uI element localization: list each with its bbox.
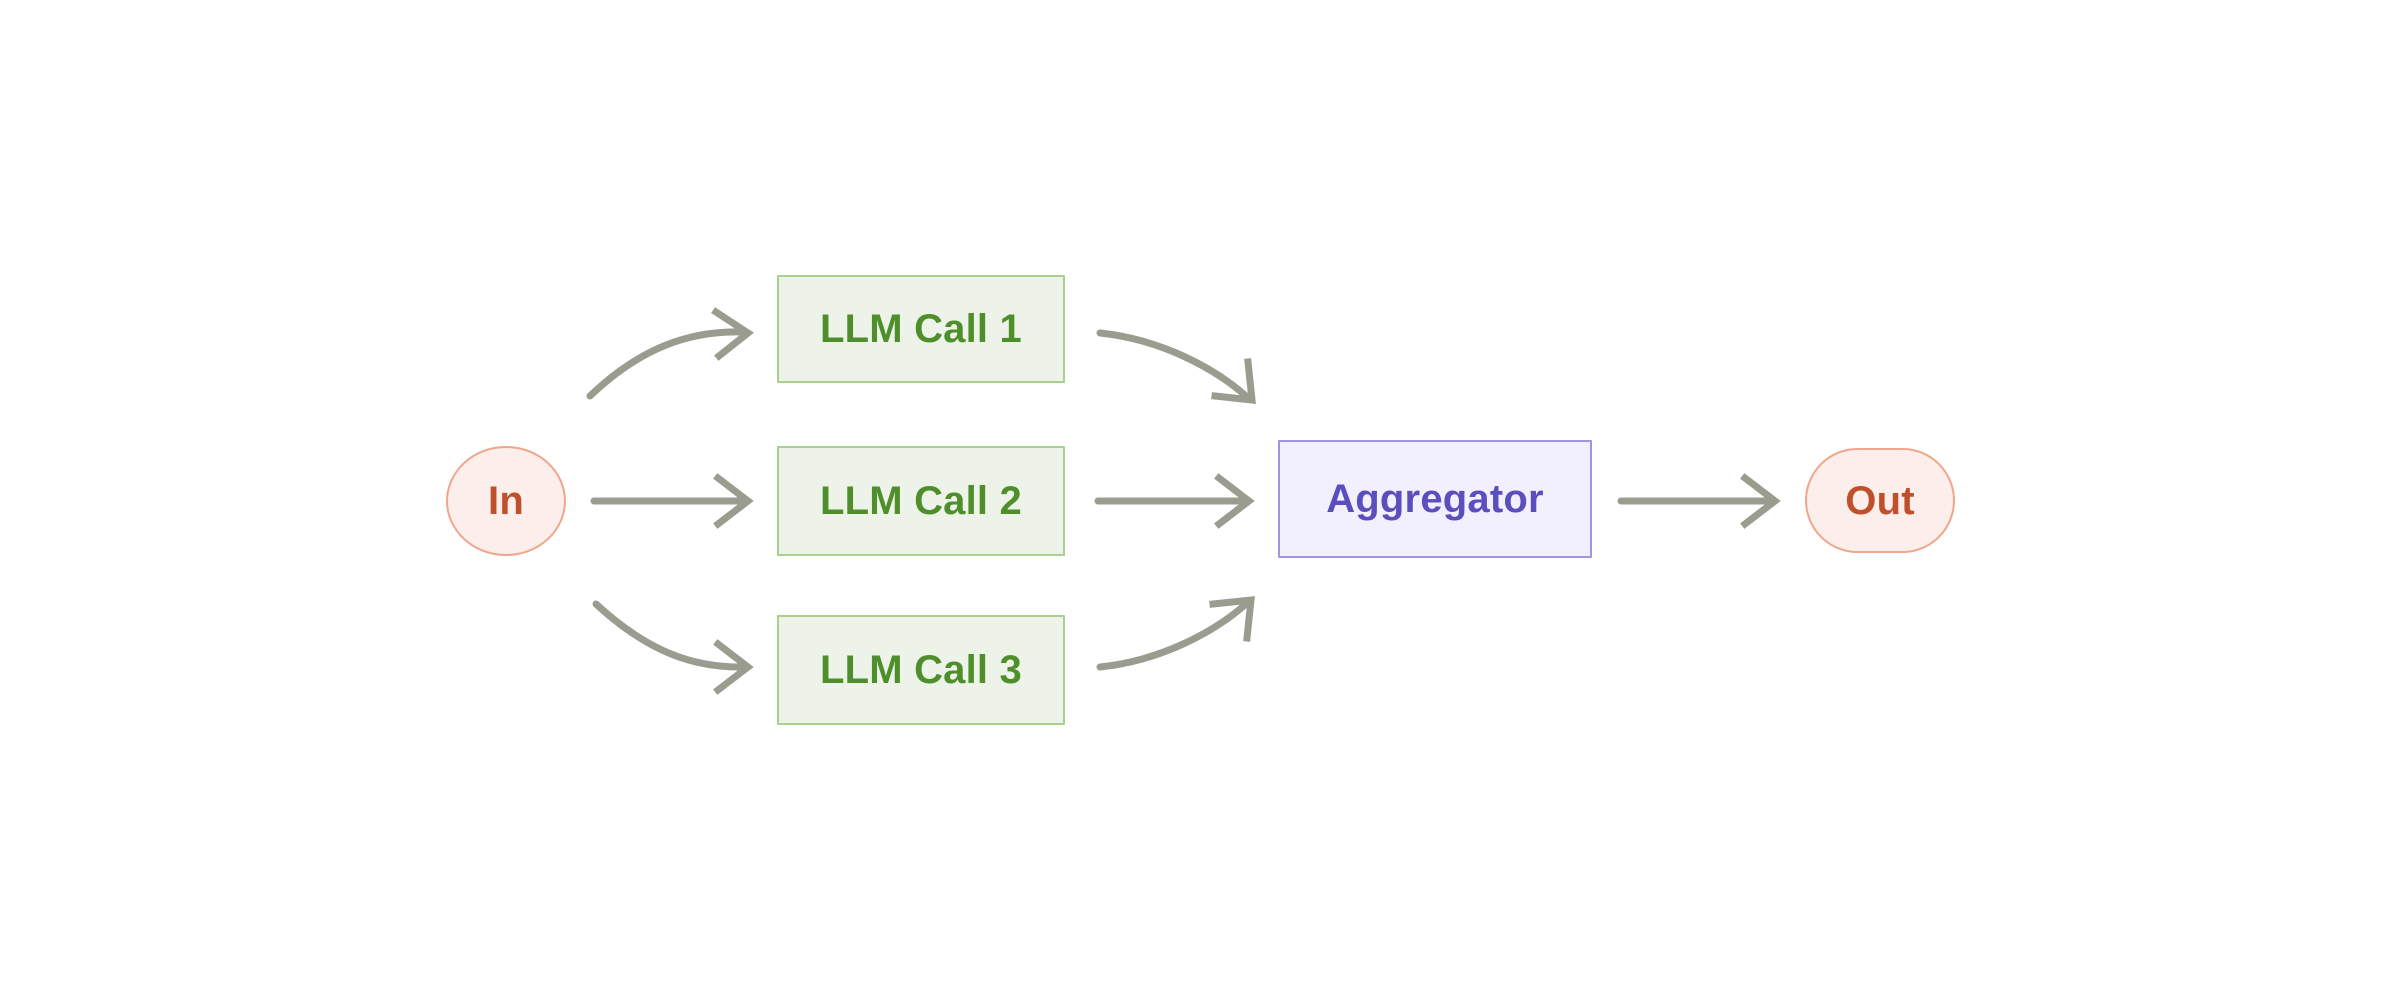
edge-llm-call-3-to-aggregator <box>1096 596 1255 671</box>
node-in[interactable]: In <box>446 446 566 556</box>
edge-llm-call-1-to-aggregator <box>1096 329 1256 404</box>
edge-in-to-llm-call-3 <box>592 600 754 695</box>
node-llm-call-2[interactable]: LLM Call 2 <box>777 446 1065 556</box>
edge-in-to-llm-call-2 <box>590 473 754 529</box>
edge-llm-call-2-to-aggregator <box>1094 473 1255 529</box>
edge-in-to-llm-call-1 <box>586 307 754 400</box>
node-out-label: Out <box>1845 478 1915 523</box>
node-llm-call-3[interactable]: LLM Call 3 <box>777 615 1065 725</box>
node-llm-call-2-label: LLM Call 2 <box>819 479 1023 523</box>
edge-aggregator-to-out <box>1617 473 1781 529</box>
node-in-label: In <box>488 479 524 523</box>
node-llm-call-1[interactable]: LLM Call 1 <box>777 275 1065 383</box>
node-out[interactable]: Out <box>1805 448 1955 553</box>
node-llm-call-1-label: LLM Call 1 <box>819 307 1023 351</box>
node-aggregator[interactable]: Aggregator <box>1278 440 1592 558</box>
node-aggregator-label: Aggregator <box>1326 477 1544 521</box>
node-llm-call-3-label: LLM Call 3 <box>819 648 1023 692</box>
